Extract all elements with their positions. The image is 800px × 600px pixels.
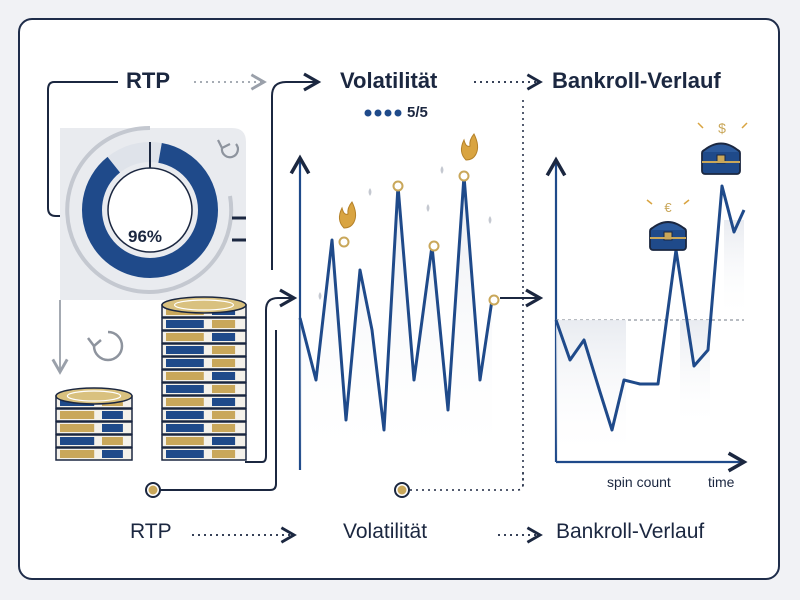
bottom-node-2-fill <box>397 485 407 495</box>
bankroll-x-label-spin-count: spin count <box>607 474 671 490</box>
droplet-icon <box>488 216 492 224</box>
treasure-chest-euro-icon <box>649 221 687 251</box>
coins-to-volatility-connector <box>245 288 298 463</box>
dollar-sparkles <box>697 122 748 129</box>
volatility-line <box>298 174 494 432</box>
bottom-node-1-fill <box>148 485 158 495</box>
bankroll-line <box>554 184 746 432</box>
volatility-peak-markers <box>318 133 500 306</box>
return-arrow-icon <box>220 143 239 159</box>
volatility-area <box>300 176 492 470</box>
volatility-rating-dots <box>364 109 402 117</box>
bankroll-x-label-time: time <box>708 474 735 490</box>
return-arrow-head <box>217 139 231 150</box>
droplet-icon <box>318 292 322 300</box>
bankroll-shade-1 <box>556 320 626 460</box>
euro-sparkles <box>646 199 690 205</box>
bankroll-shade-2 <box>680 320 710 430</box>
bottom-connector-rtp <box>160 330 277 491</box>
header-step-volatility: Volatilität <box>340 68 438 93</box>
euro-symbol: € <box>664 200 672 215</box>
bottom-connector-volatility <box>410 470 524 491</box>
donut-outer-ring <box>65 125 234 294</box>
treasure-chest-dollar-icon <box>701 142 741 175</box>
bankroll-shade-3 <box>724 220 744 320</box>
donut-center <box>107 167 193 253</box>
footer-step-bankroll: Bankroll-Verlauf <box>556 520 705 543</box>
rtp-percent-label: 96% <box>128 227 163 246</box>
top-arrow-1b <box>271 72 322 270</box>
volatility-peak-marker <box>428 240 440 252</box>
volatility-peak-marker <box>458 170 470 182</box>
dollar-symbol: $ <box>718 120 726 136</box>
flame-icon <box>460 133 479 161</box>
header-step-bankroll: Bankroll-Verlauf <box>552 68 721 93</box>
coin-stacks <box>55 296 247 461</box>
droplet-icon <box>426 204 430 212</box>
droplet-icon <box>368 188 372 196</box>
droplet-icon <box>440 166 444 174</box>
volatility-peak-marker <box>338 236 350 248</box>
header-step-rtp: RTP <box>126 68 170 93</box>
connector-rtp-to-donut <box>47 81 118 217</box>
refresh-icon-head <box>87 337 102 348</box>
flame-icon <box>338 201 357 229</box>
rtp-donut-arc <box>82 142 218 278</box>
footer-step-volatility: Volatilität <box>343 520 428 543</box>
refresh-icon <box>92 330 124 362</box>
volatility-peak-marker <box>392 180 404 192</box>
volatility-rating-label: 5/5 <box>407 104 428 121</box>
footer-step-rtp: RTP <box>130 520 172 543</box>
volatility-peak-marker <box>488 294 500 306</box>
